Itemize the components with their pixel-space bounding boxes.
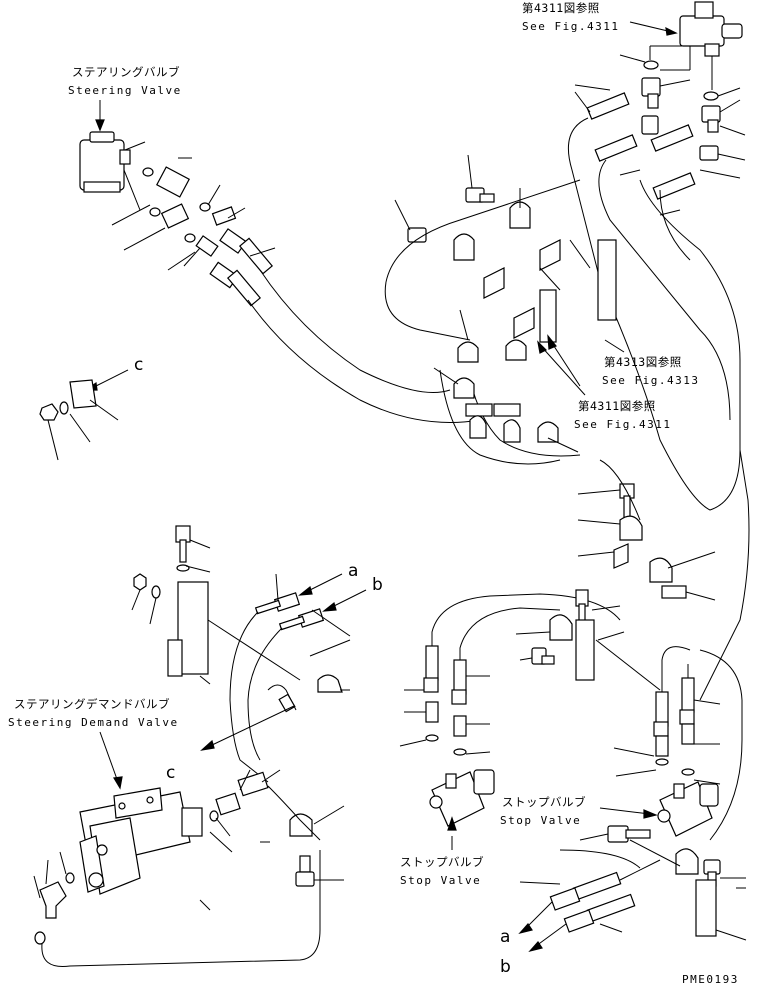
hoses-center xyxy=(200,573,351,783)
ref-fig-4311-top: 第4311図参照 See Fig.4311 xyxy=(522,1,678,36)
drawing-code: PME0193 xyxy=(682,973,739,986)
stop-valve-right-en: Stop Valve xyxy=(500,814,581,827)
ref-4313-en: See Fig.4313 xyxy=(602,374,699,387)
ref-4311-top-en: See Fig.4311 xyxy=(522,20,619,33)
stop-valve-center-fittings xyxy=(399,593,621,756)
stop-valve-center-jp: ストップバルブ xyxy=(400,855,484,869)
hoses-bottom xyxy=(518,859,746,953)
clamp-lower-center xyxy=(260,785,345,887)
demand-valve-jp: ステアリングデマンドバルブ xyxy=(14,697,170,711)
stop-valve-right xyxy=(599,781,719,837)
stop-valve-center xyxy=(429,769,495,850)
demand-valve-label: ステアリングデマンドバルブ Steering Demand Valve xyxy=(8,697,179,790)
steering-valve-label: ステアリングバルブ Steering Valve xyxy=(68,65,182,132)
callout-b-bottom: b xyxy=(500,957,511,977)
ref-4311-mid-en: See Fig.4311 xyxy=(574,418,671,431)
clamp-group-right xyxy=(577,459,716,601)
steering-demand-valve xyxy=(79,787,203,895)
bracket-left-middle xyxy=(131,525,301,685)
callout-a-top: a xyxy=(298,561,358,596)
hoses-top-right xyxy=(574,84,696,216)
stop-valve-center-en: Stop Valve xyxy=(400,874,481,887)
bracket-center-right xyxy=(515,589,661,691)
callout-c-upper-text: c xyxy=(134,355,143,375)
stop-valve-right-label: ストップバルブ Stop Valve xyxy=(500,795,586,827)
callout-c-upper: c xyxy=(39,355,143,461)
steering-valve-jp: ステアリングバルブ xyxy=(72,65,180,79)
ref-4311-top-jp: 第4311図参照 xyxy=(522,1,600,15)
ref-fig-4313: 第4313図参照 See Fig.4313 xyxy=(547,334,699,387)
stop-valve-center-label: ストップバルブ Stop Valve xyxy=(400,855,484,887)
steering-valve-en: Steering Valve xyxy=(68,84,182,97)
callout-c-lower: c xyxy=(166,763,175,783)
steering-valve-fittings xyxy=(111,141,276,307)
demand-valve-en: Steering Demand Valve xyxy=(8,716,179,729)
callout-a-bottom: a xyxy=(500,927,510,947)
callout-a-top-text: a xyxy=(348,561,358,581)
callout-b-top-text: b xyxy=(372,575,383,595)
callout-b-bottom-text: b xyxy=(500,957,511,977)
steering-valve xyxy=(79,131,141,211)
callout-b-top: b xyxy=(322,575,383,612)
fittings-top-right xyxy=(619,54,746,179)
callout-c-lower-text: c xyxy=(166,763,175,783)
demand-valve-fittings xyxy=(33,769,321,968)
bolts-bottom-right xyxy=(559,825,747,941)
callout-a-bottom-text: a xyxy=(500,927,510,947)
stop-valve-right-fittings xyxy=(613,646,743,841)
ref-fig-4311-mid: 第4311図参照 See Fig.4311 xyxy=(537,340,671,431)
stop-valve-right-jp: ストップバルブ xyxy=(502,795,586,809)
steering-valve-hoses xyxy=(247,269,581,465)
clamp-group-middle xyxy=(384,154,617,453)
ref-4311-mid-jp: 第4311図参照 xyxy=(578,399,656,413)
ref-4313-jp: 第4313図参照 xyxy=(604,355,682,369)
stop-valve-top-right xyxy=(649,1,743,90)
